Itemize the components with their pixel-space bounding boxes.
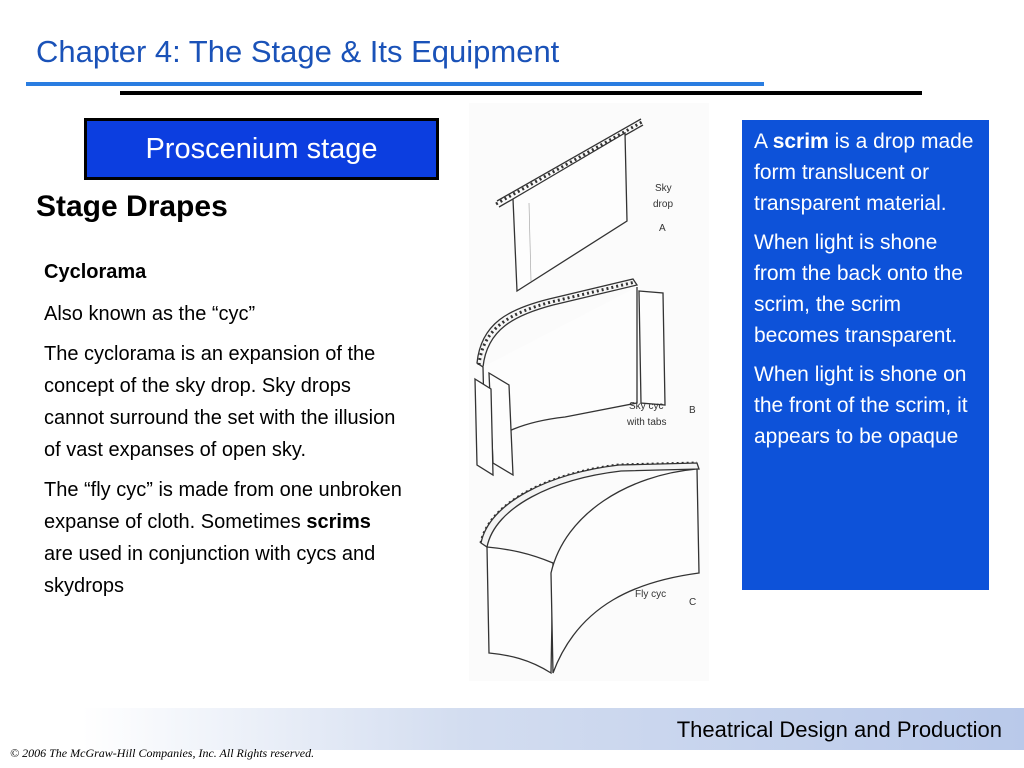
label-c: Fly cyc <box>635 589 666 600</box>
section-label: Proscenium stage <box>145 133 378 165</box>
label-a-line2: drop <box>653 199 673 210</box>
drapes-drawing: Sky drop A Sky cyc with tabs B Fly cyc C <box>474 118 700 675</box>
scrim-bold: scrim <box>772 130 829 153</box>
footer-course-title: Theatrical Design and Production <box>676 717 1002 742</box>
footer-bar <box>0 708 1024 750</box>
title-underline-blue <box>26 82 764 86</box>
label-b-letter: B <box>689 405 696 416</box>
label-a-letter: A <box>659 223 666 234</box>
drapes-illustration: Sky drop A Sky cyc with tabs B Fly cyc C <box>469 103 709 681</box>
scrim-p1-start: A <box>754 130 773 153</box>
label-c-letter: C <box>689 597 696 608</box>
label-a-line1: Sky <box>655 183 672 194</box>
copyright-notice: © 2006 The McGraw-Hill Companies, Inc. A… <box>10 746 315 760</box>
label-b-line2: with tabs <box>626 417 666 428</box>
scrim-p1-end: is a drop made form translucent or trans… <box>754 130 974 215</box>
title-underline-black <box>120 91 922 95</box>
cyc-paragraph-2-start: The “fly cyc” is made from one unbroken … <box>44 479 402 533</box>
fly-cyc-figure <box>479 461 700 675</box>
section-label-box: Proscenium stage <box>84 118 439 180</box>
sky-drop-figure <box>495 118 644 293</box>
sky-cyc-figure <box>474 278 666 477</box>
subheading: Stage Drapes <box>36 190 228 223</box>
scrim-info-box: A scrim is a drop made form translucent … <box>742 120 989 590</box>
scrim-paragraph-1: A scrim is a drop made form translucent … <box>754 126 979 219</box>
scrim-paragraph-3: When light is shone on the front of the … <box>754 363 968 448</box>
cyclorama-text-block: Cyclorama Also known as the “cyc” The cy… <box>44 256 404 610</box>
cyclorama-heading: Cyclorama <box>44 261 147 283</box>
slide-title: Chapter 4: The Stage & Its Equipment <box>36 34 560 69</box>
cyc-paragraph-2: The “fly cyc” is made from one unbroken … <box>44 474 404 602</box>
cyc-paragraph-2-end: are used in conjunction with cycs and sk… <box>44 543 376 597</box>
cyc-aka: Also known as the “cyc” <box>44 303 256 325</box>
scrims-bold: scrims <box>306 511 371 533</box>
scrim-paragraph-2: When light is shone from the back onto t… <box>754 231 963 347</box>
cyc-paragraph-1: The cyclorama is an expansion of the con… <box>44 343 396 461</box>
label-b-line1: Sky cyc <box>629 401 663 412</box>
